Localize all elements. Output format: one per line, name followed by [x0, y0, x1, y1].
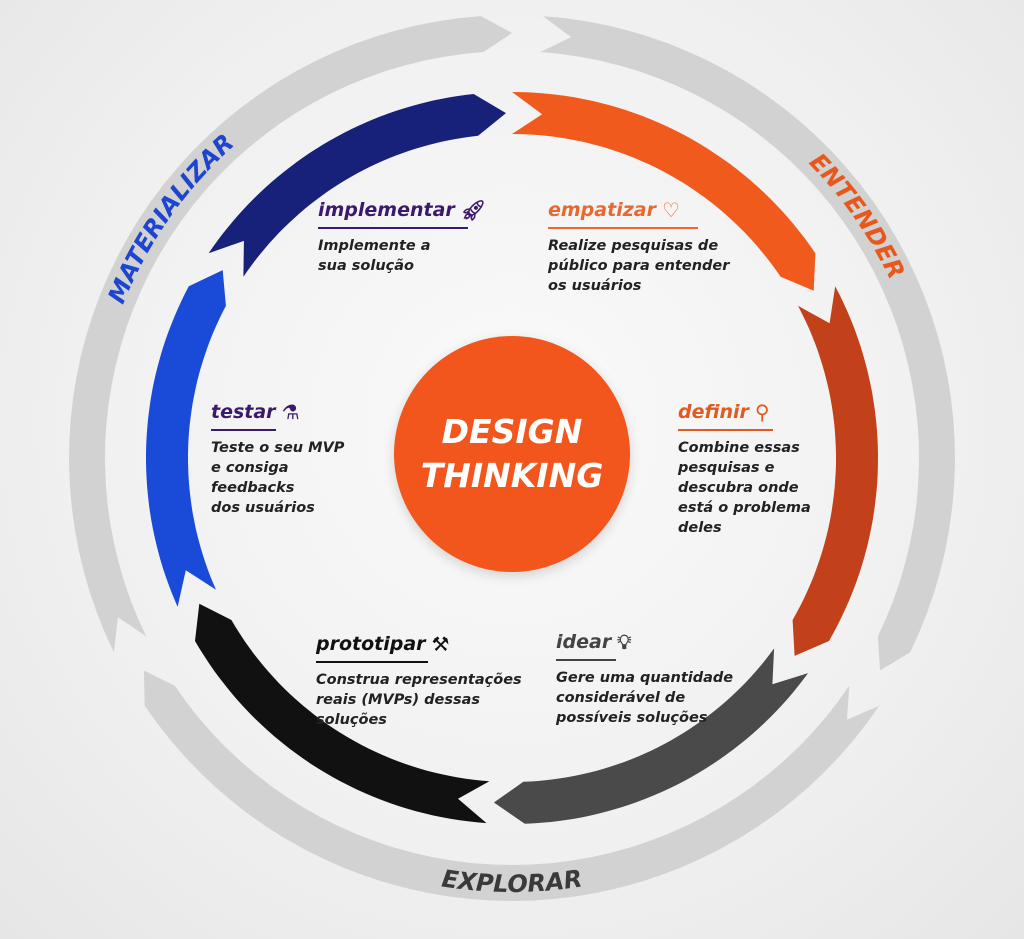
- step-testar: testar⚗ Teste o seu MVP e consiga feedba…: [211, 400, 344, 518]
- step-definir: definir⚲ Combine essas pesquisas e descu…: [678, 400, 811, 538]
- arrow-empatizar: [512, 92, 816, 291]
- step-title: empatizar: [548, 199, 656, 221]
- outer-arrow-segment: [69, 16, 512, 653]
- step-empatizar: empatizar♡ Realize pesquisas de público …: [548, 198, 729, 296]
- step-title: prototipar: [316, 633, 426, 655]
- rocket-icon: 🚀︎: [460, 198, 487, 222]
- step-title: testar: [211, 401, 276, 423]
- outer-arrow-segment: [143, 670, 880, 901]
- divider: [548, 227, 698, 229]
- search-icon: ⚲: [754, 400, 770, 424]
- divider: [211, 429, 276, 431]
- arrow-testar: [146, 270, 226, 607]
- divider: [316, 661, 428, 663]
- divider: [556, 659, 616, 661]
- step-description: Teste o seu MVP e consiga feedbacks dos …: [211, 440, 345, 516]
- divider: [318, 227, 468, 229]
- phase-label-explorar: EXPLORAR: [440, 864, 584, 898]
- step-description: Gere uma quantidade considerável de poss…: [556, 670, 734, 726]
- step-prototipar: prototipar⚒ Construa representações reai…: [316, 632, 522, 730]
- divider: [678, 429, 773, 431]
- step-implementar: implementar🚀︎ Implemente a sua solução: [318, 198, 486, 276]
- outer-arrow-segment: [540, 16, 955, 671]
- step-description: Combine essas pesquisas e descubra onde …: [678, 440, 811, 536]
- hammer-icon: ⚒: [431, 632, 450, 656]
- step-idear: idear💡︎ Gere uma quantidade considerável…: [556, 630, 733, 728]
- step-title: implementar: [318, 199, 455, 221]
- flask-icon: ⚗: [281, 400, 300, 424]
- center-title-line1: DESIGN: [441, 412, 583, 451]
- center-circle: DESIGN THINKING: [394, 336, 630, 572]
- phase-label-entender: ENTENDER: [804, 148, 910, 283]
- heart-icon: ♡: [661, 198, 680, 222]
- step-description: Implemente a sua solução: [318, 238, 431, 274]
- lightbulb-icon: 💡︎: [617, 630, 632, 654]
- arrow-idear: [493, 648, 809, 824]
- step-title: definir: [678, 401, 749, 423]
- arrow-definir: [792, 286, 878, 656]
- step-title: idear: [556, 631, 612, 653]
- arrow-implementar: [208, 94, 506, 277]
- step-description: Construa representações reais (MVPs) des…: [316, 672, 522, 728]
- center-title-line2: THINKING: [420, 456, 604, 495]
- step-description: Realize pesquisas de público para entend…: [548, 238, 730, 294]
- arrow-prototipar: [195, 603, 490, 824]
